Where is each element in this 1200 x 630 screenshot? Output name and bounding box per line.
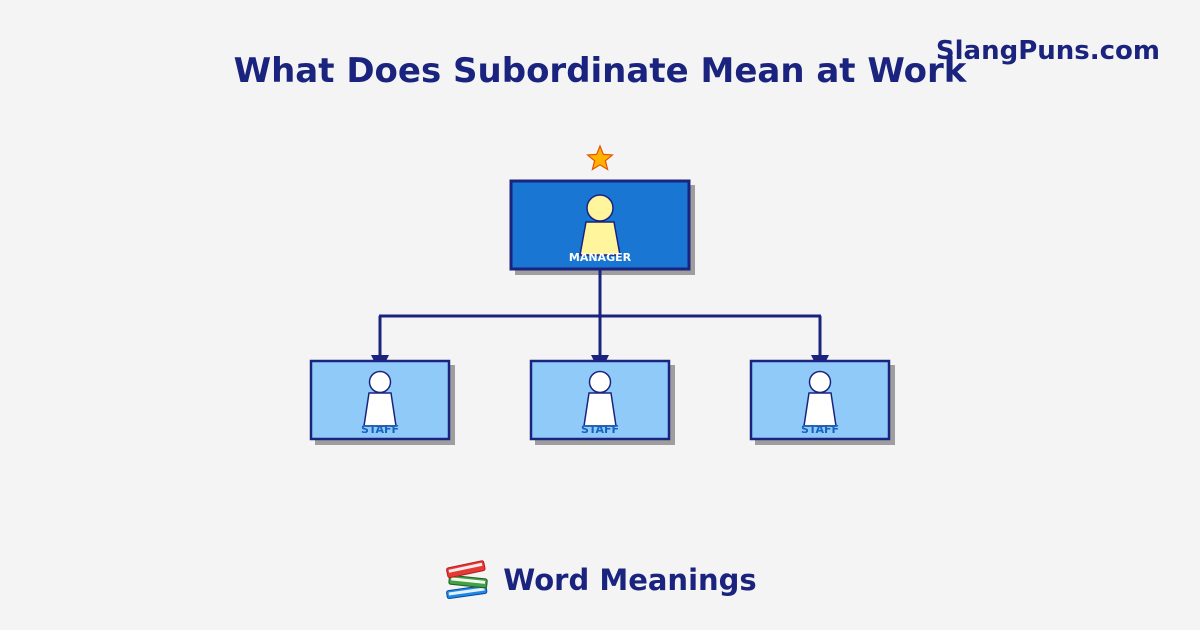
- footer: Word Meanings: [0, 558, 1200, 602]
- person-icon: [583, 370, 617, 427]
- footer-label: Word Meanings: [503, 563, 757, 597]
- staff-node: STAFF: [749, 359, 895, 445]
- page-title: What Does Subordinate Mean at Work: [233, 51, 967, 91]
- person-icon: [579, 194, 621, 256]
- manager-label: MANAGER: [569, 251, 632, 264]
- staff-node: STAFF: [529, 359, 675, 445]
- star-icon: [586, 144, 614, 171]
- person-icon: [363, 370, 397, 427]
- staff-label: STAFF: [581, 423, 619, 436]
- manager-node: MANAGER: [509, 179, 695, 275]
- person-icon: [803, 370, 837, 427]
- books-icon: [443, 558, 491, 602]
- staff-label: STAFF: [361, 423, 399, 436]
- staff-label: STAFF: [801, 423, 839, 436]
- staff-node: STAFF: [309, 359, 455, 445]
- brand-logo[interactable]: SlangPuns.com: [935, 36, 1160, 66]
- hierarchy-connectors: [371, 269, 829, 373]
